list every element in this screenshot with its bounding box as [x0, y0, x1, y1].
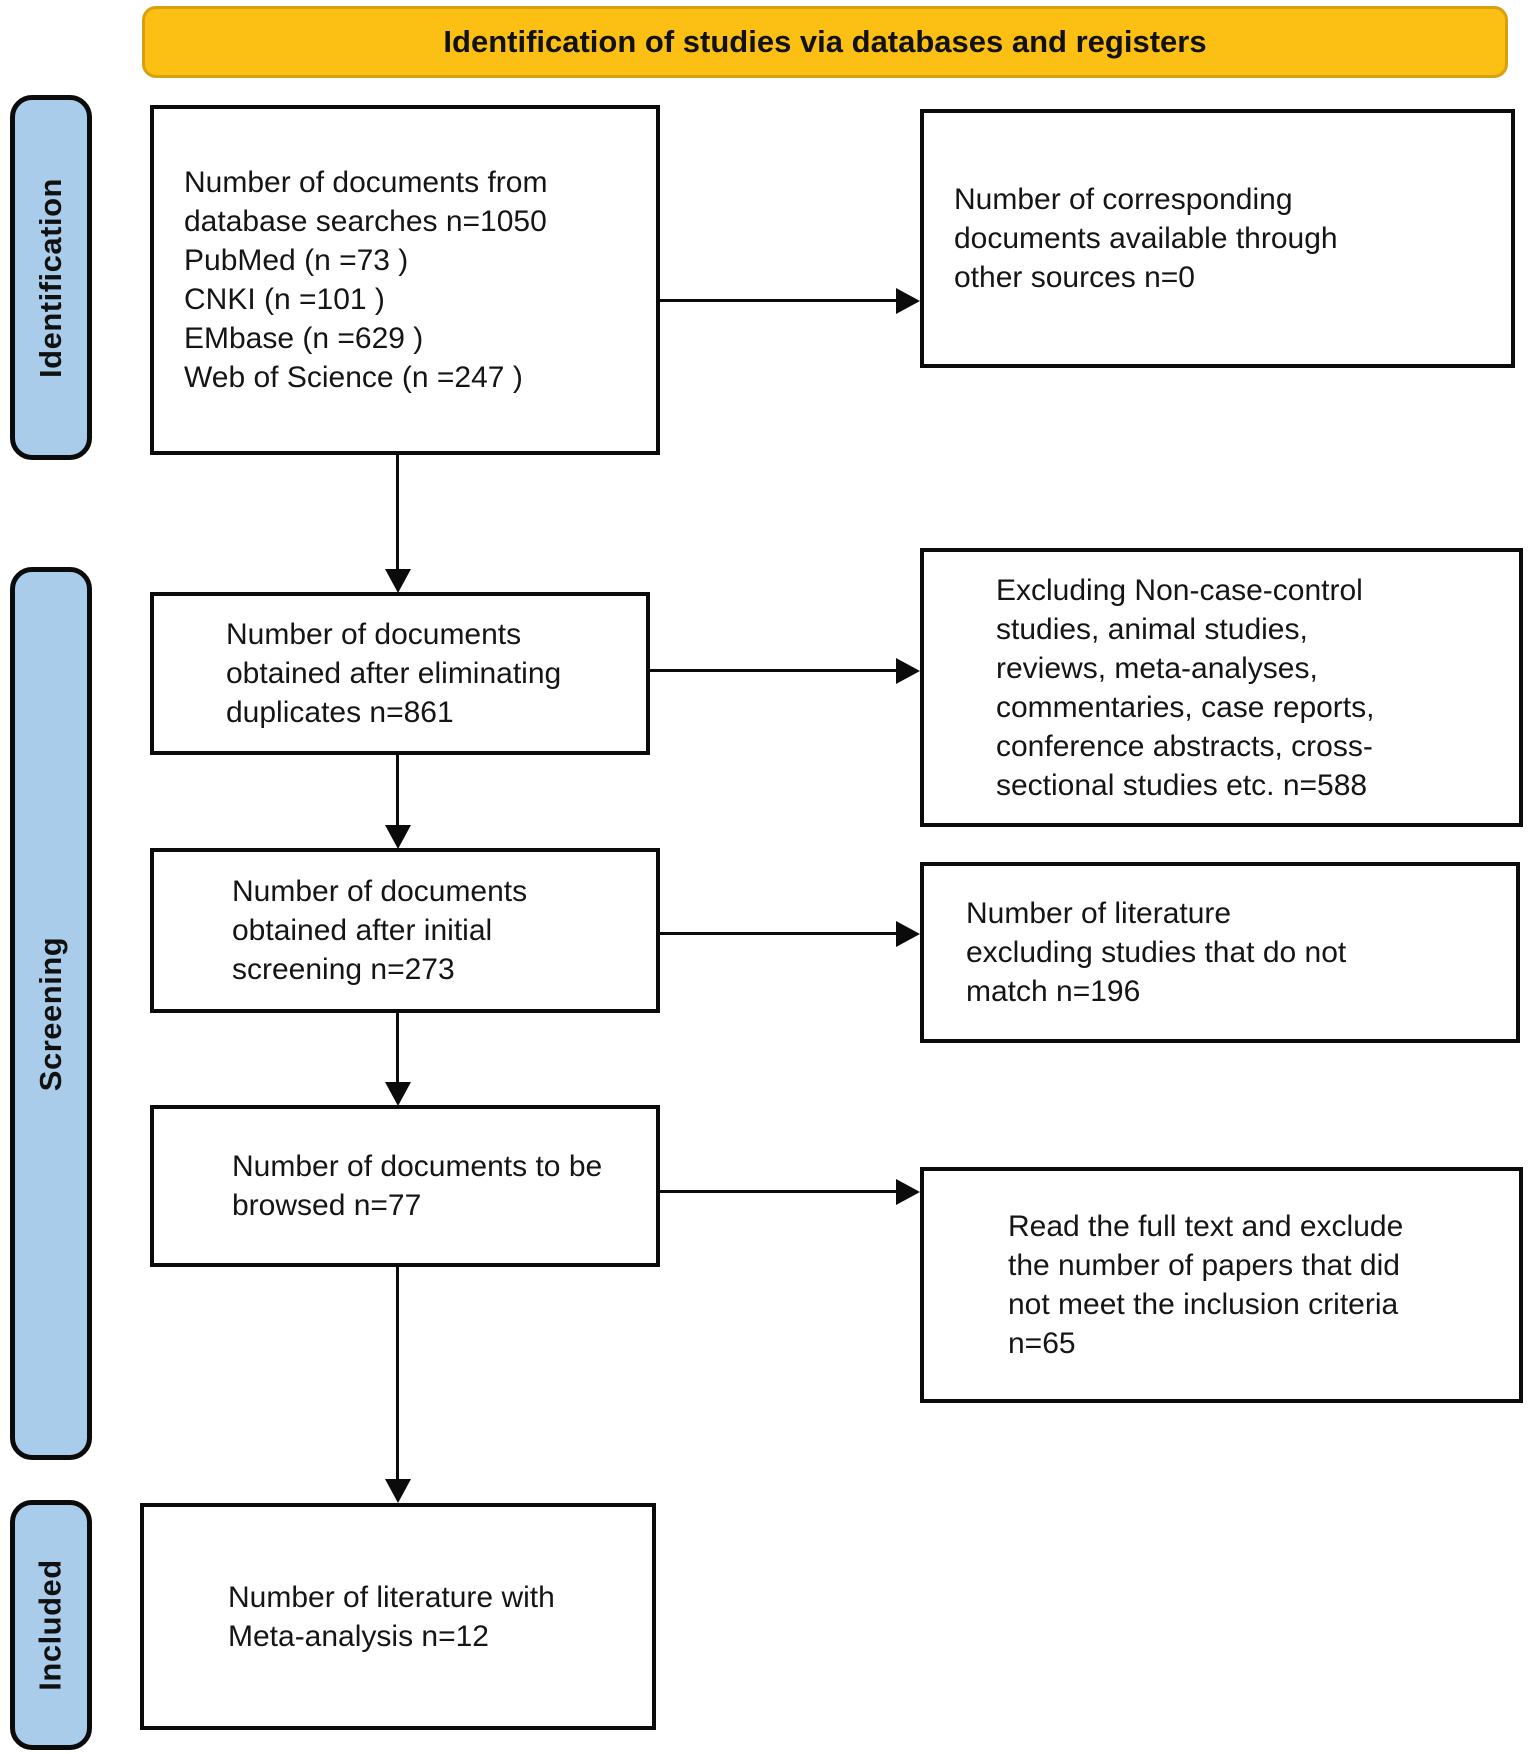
box-excluded-not-matching: Number of literature excluding studies t… [920, 862, 1520, 1043]
stage-bar-included: Included [10, 1500, 92, 1750]
box-other-sources-text: Number of corresponding documents availa… [954, 183, 1338, 294]
arrow-screening-to-not-matching [660, 921, 920, 947]
box-after-deduplication-text: Number of documents obtained after elimi… [226, 618, 562, 729]
arrow-dedup-to-initial-screening [385, 755, 411, 849]
box-to-be-browsed-text: Number of documents to be browsed n=77 [232, 1150, 603, 1222]
box-database-search: Number of documents from database search… [150, 105, 660, 455]
box-excluded-by-type-text: Excluding Non-case-control studies, anim… [996, 573, 1375, 802]
arrow-database-to-dedup [385, 455, 411, 593]
box-after-initial-screening-text: Number of documents obtained after initi… [232, 875, 528, 986]
box-after-deduplication: Number of documents obtained after elimi… [150, 592, 650, 755]
stage-label-included: Included [33, 1559, 69, 1691]
arrow-browse-to-meta-analysis [385, 1267, 411, 1503]
stage-label-identification: Identification [33, 177, 69, 378]
arrow-browse-to-full-text-exclusion [660, 1179, 920, 1205]
box-other-sources: Number of corresponding documents availa… [920, 109, 1515, 368]
stage-label-screening: Screening [33, 936, 69, 1091]
box-excluded-by-type: Excluding Non-case-control studies, anim… [920, 548, 1523, 827]
title-banner: Identification of studies via databases … [142, 6, 1508, 78]
box-meta-analysis: Number of literature with Meta-analysis … [140, 1503, 656, 1730]
box-meta-analysis-text: Number of literature with Meta-analysis … [228, 1580, 555, 1653]
box-to-be-browsed: Number of documents to be browsed n=77 [150, 1105, 660, 1267]
stage-bar-identification: Identification [10, 95, 92, 460]
box-excluded-full-text-text: Read the full text and exclude the numbe… [1008, 1210, 1404, 1360]
arrow-database-to-other-sources [660, 288, 920, 314]
box-excluded-full-text: Read the full text and exclude the numbe… [920, 1167, 1523, 1403]
arrow-screening-to-browse [385, 1013, 411, 1106]
stage-bar-screening: Screening [10, 567, 92, 1460]
arrow-dedup-to-excluded-by-type [648, 658, 920, 684]
box-database-search-text: Number of documents from database search… [184, 166, 548, 394]
box-excluded-not-matching-text: Number of literature excluding studies t… [966, 897, 1347, 1008]
box-after-initial-screening: Number of documents obtained after initi… [150, 848, 660, 1013]
diagram-title: Identification of studies via databases … [443, 24, 1207, 59]
